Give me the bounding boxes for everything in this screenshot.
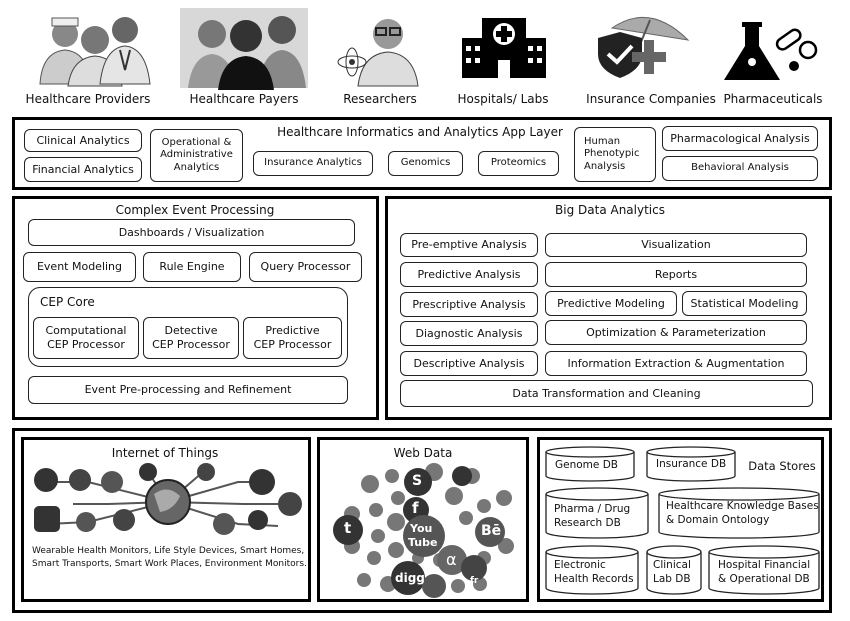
stakeholder-label-pharmaceuticals: Pharmaceuticals — [723, 92, 823, 106]
skype-logo-icon — [404, 468, 432, 496]
camera-icon — [113, 509, 135, 531]
stakeholder-label-researchers: Researchers — [343, 92, 417, 106]
stakeholder-label-payers: Healthcare Payers — [189, 92, 299, 106]
cep-core-title: CEP Core — [40, 295, 95, 309]
ehr-label: Electronic Health Records — [554, 559, 634, 585]
facebook-logo-text: f — [412, 499, 419, 517]
bus-icon — [34, 506, 60, 532]
pharma-db-cylinder: Pharma / Drug Research DB — [545, 487, 649, 539]
genome-db-label: Genome DB — [555, 459, 618, 471]
visualization-box: Visualization — [545, 233, 807, 257]
optimization-box: Optimization & Parameterization — [545, 320, 807, 345]
sensor-icon — [76, 512, 96, 532]
query-processor-box: Query Processor — [249, 252, 362, 282]
stakeholder-label-hospitals: Hospitals/ Labs — [457, 92, 549, 106]
insurance-analytics-box: Insurance Analytics — [253, 151, 373, 176]
proteomics-box: Proteomics — [478, 151, 559, 176]
behance-logo-icon — [475, 517, 505, 547]
car-icon — [101, 471, 123, 493]
statistical-modeling-box: Statistical Modeling — [682, 291, 807, 316]
preemptive-analysis-box: Pre-emptive Analysis — [400, 233, 538, 257]
clinical-analytics-box: Clinical Analytics — [24, 129, 142, 152]
youtube-you-text: You — [410, 522, 433, 535]
genomics-box: Genomics — [388, 151, 463, 176]
youtube-logo-icon — [403, 515, 445, 557]
hospital-icon — [462, 18, 546, 78]
truck-icon — [278, 492, 302, 516]
app-layer-title: Healthcare Informatics and Analytics App… — [277, 125, 563, 139]
knowledge-base-cylinder: Healthcare Knowledge Bases & Domain Onto… — [658, 487, 820, 539]
event-modeling-box: Event Modeling — [23, 252, 136, 282]
phenotypic-analysis-box: Human Phenotypic Analysis — [574, 127, 656, 182]
clinical-lab-db-cylinder: Clinical Lab DB — [646, 545, 702, 595]
youtube-tube-text: Tube — [408, 536, 438, 549]
insurance-db-cylinder: Insurance DB — [646, 446, 736, 482]
clinical-lab-db-label: Clinical Lab DB — [653, 559, 691, 585]
github-logo-icon — [422, 574, 446, 598]
social-logo-cloud — [333, 463, 514, 598]
flask-pills-icon — [724, 22, 818, 80]
reddit-logo-icon — [461, 555, 487, 581]
computational-cep-box: Computational CEP Processor — [33, 317, 139, 359]
digg-logo-text: digg — [395, 571, 425, 585]
digg-logo-icon — [391, 561, 425, 595]
skype-logo-text: S — [412, 473, 423, 489]
insurance-db-label: Insurance DB — [656, 458, 727, 470]
chip-icon — [248, 510, 268, 530]
data-transformation-box: Data Transformation and Cleaning — [400, 380, 813, 407]
flickr-logo-text: fr — [470, 576, 479, 586]
cep-title: Complex Event Processing — [115, 203, 275, 217]
tools-icon — [139, 463, 157, 481]
pharma-db-label: Pharma / Drug Research DB — [554, 503, 631, 529]
alpha-logo-icon — [437, 545, 467, 575]
iot-illustration — [34, 463, 302, 535]
healthcare-providers-icon — [39, 17, 151, 87]
healthcare-payers-icon — [180, 8, 308, 90]
predictive-modeling-box: Predictive Modeling — [545, 291, 677, 316]
hospital-financial-db-cylinder: Hospital Financial & Operational DB — [708, 545, 820, 595]
tumblr-logo-icon — [333, 515, 363, 545]
stakeholder-icons — [39, 8, 818, 90]
data-stores-title: Data Stores — [748, 459, 816, 473]
behavioral-analysis-box: Behavioral Analysis — [662, 156, 818, 181]
big-data-title: Big Data Analytics — [555, 203, 665, 217]
alpha-logo-text: α — [446, 550, 457, 569]
pharmacological-analysis-box: Pharmacological Analysis — [662, 126, 818, 151]
hospital-financial-db-label: Hospital Financial & Operational DB — [718, 559, 811, 585]
prescriptive-analysis-box: Prescriptive Analysis — [400, 292, 538, 317]
tumblr-logo-text: t — [344, 519, 352, 537]
ehr-cylinder: Electronic Health Records — [545, 545, 639, 595]
predictive-cep-box: Predictive CEP Processor — [243, 317, 342, 359]
apple-logo-icon — [452, 466, 472, 486]
researcher-icon — [337, 19, 419, 87]
financial-analytics-box: Financial Analytics — [24, 157, 142, 182]
dashboards-box: Dashboards / Visualization — [28, 219, 355, 246]
rule-engine-box: Rule Engine — [143, 252, 241, 282]
operational-analytics-box: Operational & Administrative Analytics — [150, 129, 243, 182]
stakeholder-label-providers: Healthcare Providers — [25, 92, 151, 106]
insurance-umbrella-icon — [598, 16, 690, 78]
genome-db-cylinder: Genome DB — [545, 446, 635, 482]
descriptive-analysis-box: Descriptive Analysis — [400, 351, 538, 376]
home-icon — [249, 469, 275, 495]
iot-caption: Wearable Health Monitors, Life Style Dev… — [32, 546, 307, 570]
web-data-title: Web Data — [393, 446, 453, 460]
bulb-icon — [34, 468, 58, 492]
iot-title: Internet of Things — [111, 446, 219, 460]
diagnostic-analysis-box: Diagnostic Analysis — [400, 321, 538, 346]
energy-icon — [69, 469, 91, 491]
health-icon — [197, 463, 215, 481]
behance-logo-text: Bē — [481, 523, 502, 539]
reports-box: Reports — [545, 262, 807, 287]
information-extraction-box: Information Extraction & Augmentation — [545, 351, 807, 376]
factory-icon — [213, 513, 235, 535]
event-preprocessing-box: Event Pre-processing and Refinement — [28, 376, 348, 404]
knowledge-base-label: Healthcare Knowledge Bases & Domain Onto… — [666, 500, 819, 526]
predictive-analysis-box: Predictive Analysis — [400, 262, 538, 287]
detective-cep-box: Detective CEP Processor — [143, 317, 239, 359]
stakeholder-label-insurance: Insurance Companies — [586, 92, 716, 106]
